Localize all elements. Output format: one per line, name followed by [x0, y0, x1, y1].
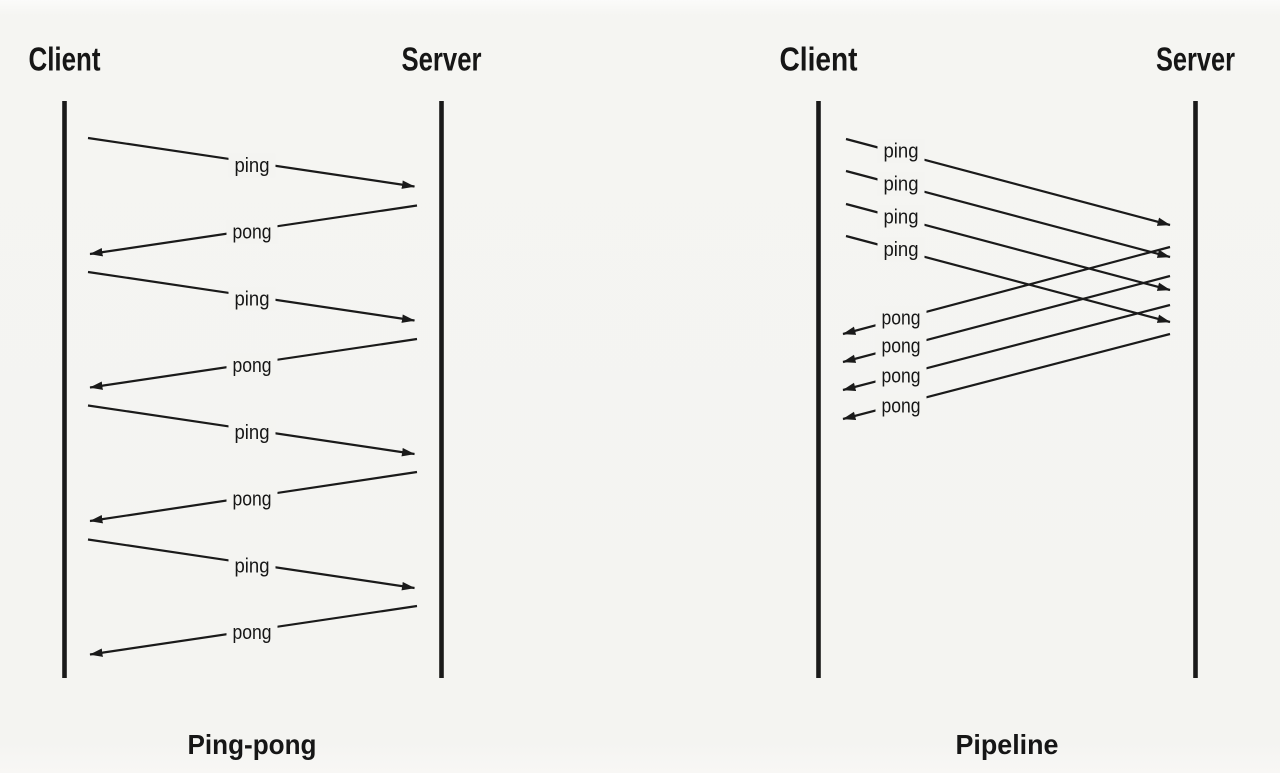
- message-label-gap: [877, 172, 925, 196]
- message-label-ping: ping: [235, 288, 270, 311]
- message-label-gap: [226, 620, 278, 645]
- message-label-pong: pong: [233, 621, 272, 644]
- message-label-gap: [875, 364, 927, 388]
- message-label-ping: ping: [884, 173, 919, 196]
- message-label-pong: pong: [882, 307, 921, 330]
- actor-label-server: Server: [402, 41, 482, 78]
- message-label-pong: pong: [882, 335, 921, 358]
- message-label-gap: [228, 554, 276, 578]
- message-label-gap: [875, 306, 927, 330]
- actor-label-client: Client: [29, 41, 101, 78]
- actor-label-server: Server: [1156, 41, 1235, 78]
- message-label-ping: ping: [884, 238, 919, 261]
- diagram-title-pipeline: Pipeline: [956, 729, 1059, 760]
- message-label-ping: ping: [235, 421, 270, 444]
- message-label-ping: ping: [884, 206, 919, 229]
- diagram-title-ping-pong: Ping-pong: [188, 729, 317, 760]
- message-label-ping: ping: [884, 140, 919, 163]
- message-label-gap: [875, 334, 927, 358]
- message-label-gap: [226, 353, 278, 378]
- diagram-ping-pong: Client Server ping pong ping pong ping pong ping…: [29, 41, 482, 761]
- message-label-pong: pong: [233, 354, 272, 377]
- message-label-gap: [877, 139, 925, 163]
- message-label-pong: pong: [233, 221, 272, 244]
- message-label-pong: pong: [882, 395, 921, 418]
- message-label-gap: [877, 205, 925, 229]
- message-label-gap: [228, 287, 276, 311]
- message-label-gap: [877, 237, 925, 262]
- diagram-pipeline: Client Server ping ping ping ping pong pong pong…: [780, 41, 1236, 761]
- message-label-pong: pong: [882, 365, 921, 388]
- message-label-gap: [228, 153, 276, 178]
- message-label-pong: pong: [233, 488, 272, 511]
- message-label-gap: [226, 220, 278, 244]
- message-label-gap: [228, 420, 276, 445]
- message-label-gap: [226, 487, 278, 511]
- message-label-gap: [875, 394, 927, 418]
- actor-label-client: Client: [780, 41, 858, 78]
- message-label-ping: ping: [235, 154, 270, 177]
- message-label-ping: ping: [235, 555, 270, 578]
